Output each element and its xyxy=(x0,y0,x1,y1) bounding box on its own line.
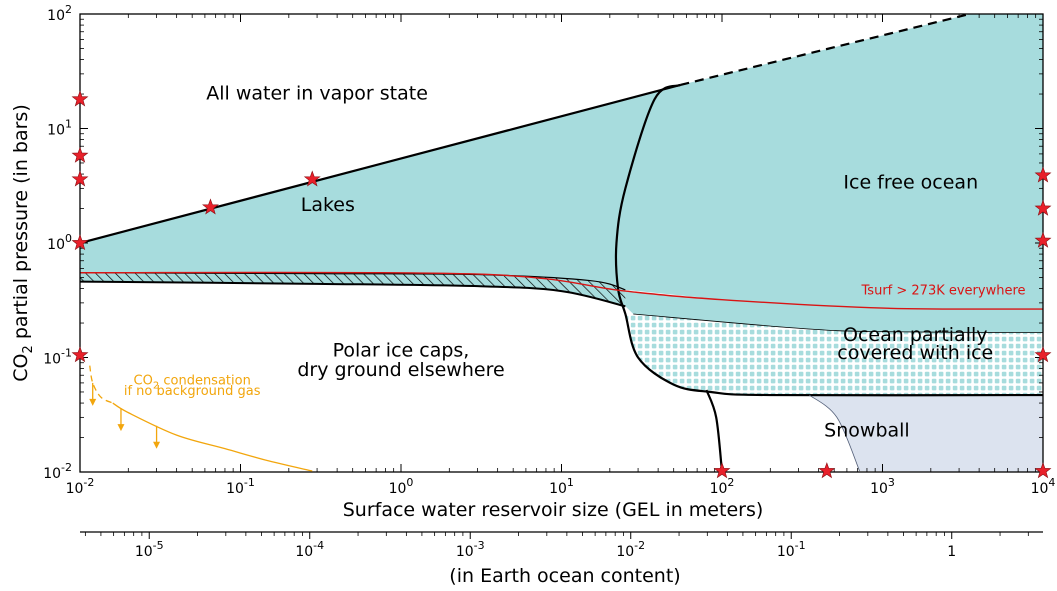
star-marker-1 xyxy=(71,146,89,163)
ocean-boundary-line xyxy=(614,83,1043,397)
y-tick-label--1: 10-1 xyxy=(43,347,72,368)
star-marker-2 xyxy=(71,170,89,187)
vapor-boundary-line xyxy=(80,83,681,245)
x-tick-label--2: 10-2 xyxy=(66,476,95,497)
condensation-arrowhead-1 xyxy=(117,424,125,432)
x-tick-label-4: 104 xyxy=(1031,476,1056,497)
secondary-tick-label--1: 10-1 xyxy=(777,539,806,560)
star-marker-11 xyxy=(1034,231,1052,248)
region-label-snowball: Snowball xyxy=(824,419,910,441)
polar-ocean-boundary-line xyxy=(705,389,724,472)
region-label-partial: Ocean partially xyxy=(843,324,988,346)
snowball-boundary-line xyxy=(809,394,860,472)
x-tick-label-2: 102 xyxy=(710,476,735,497)
partial-ice-upper-line xyxy=(633,313,1043,333)
star-marker-7 xyxy=(713,462,731,479)
x-tick-label-0: 100 xyxy=(389,476,414,497)
star-marker-9 xyxy=(1034,462,1052,479)
region-label-ocean: Ice free ocean xyxy=(843,171,978,193)
tsurf-label: Tsurf > 273K everywhere xyxy=(861,283,1026,298)
x-tick-label-1: 101 xyxy=(549,476,574,497)
condensation-dashed-curve xyxy=(89,365,114,404)
region-label-partial-line2: covered with ice xyxy=(837,342,993,364)
condensation-label-line2: if no background gas xyxy=(124,384,261,399)
star-marker-4 xyxy=(71,346,89,363)
secondary-tick-label--2: 10-2 xyxy=(616,539,645,560)
star-marker-0 xyxy=(71,90,89,107)
region-label-polar: Polar ice caps, xyxy=(333,340,470,362)
star-marker-8 xyxy=(818,462,836,479)
snowball-region xyxy=(809,395,1043,472)
x-tick-label-3: 103 xyxy=(870,476,895,497)
y-tick-label-2: 102 xyxy=(47,3,72,24)
region-label-lakes: Lakes xyxy=(301,194,355,216)
secondary-axis-label: (in Earth ocean content) xyxy=(449,565,680,587)
secondary-tick-label-1: 1 xyxy=(947,544,956,560)
y-tick-label-1: 101 xyxy=(47,118,72,139)
star-marker-5 xyxy=(202,198,219,215)
y-tick-label--2: 10-2 xyxy=(43,461,72,482)
star-marker-13 xyxy=(1034,166,1052,183)
liquid-region xyxy=(80,14,1043,310)
star-marker-12 xyxy=(1034,199,1052,216)
y-tick-label-0: 100 xyxy=(47,232,72,253)
region-label-vapor: All water in vapor state xyxy=(206,82,428,104)
star-marker-3 xyxy=(71,234,89,251)
x-tick-label--1: 10-1 xyxy=(226,476,255,497)
star-marker-6 xyxy=(303,170,321,187)
secondary-tick-label--4: 10-4 xyxy=(295,539,324,560)
partial-ice-region xyxy=(625,313,1043,396)
vapor-boundary-dashed-line xyxy=(680,14,971,87)
condensation-solid-curve xyxy=(112,402,313,472)
lakes-lower-boundary-line xyxy=(80,280,626,308)
star-marker-10 xyxy=(1034,346,1052,363)
x-axis-label: Surface water reservoir size (GEL in met… xyxy=(343,499,764,521)
condensation-arrowhead-2 xyxy=(153,441,161,449)
hatched-transition-region xyxy=(80,272,626,307)
secondary-tick-label--3: 10-3 xyxy=(456,539,485,560)
region-label-polar-line2: dry ground elsewhere xyxy=(297,359,504,381)
tsurf-line xyxy=(80,271,1043,310)
y-axis-label: CO2 partial pressure (in bars) xyxy=(10,104,36,381)
condensation-label: CO2 condensation xyxy=(134,374,251,392)
secondary-tick-label--5: 10-5 xyxy=(135,539,164,560)
condensation-arrowhead-0 xyxy=(89,398,97,406)
